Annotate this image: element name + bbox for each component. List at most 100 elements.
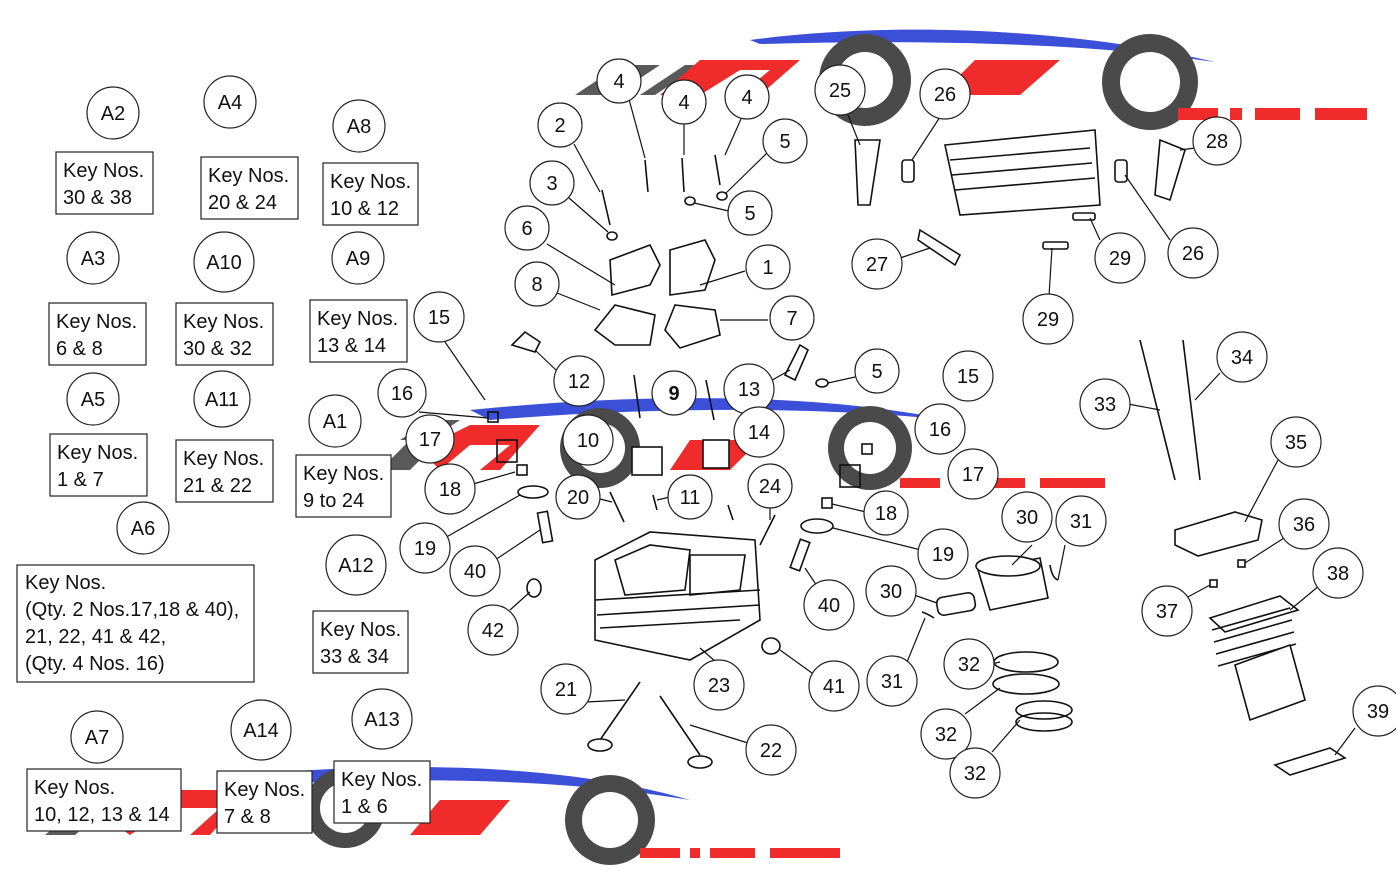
svg-text:32: 32 bbox=[964, 763, 986, 785]
key-box-a9: Key Nos. 13 & 14 bbox=[309, 299, 408, 363]
svg-text:Key Nos.: Key Nos. bbox=[330, 171, 411, 193]
svg-text:34: 34 bbox=[1231, 347, 1253, 369]
watermark-top bbox=[575, 29, 1367, 130]
callout-7: 7 bbox=[769, 295, 815, 341]
callout-28: 28 bbox=[1192, 116, 1242, 166]
callout-5: 5 bbox=[762, 118, 808, 164]
svg-text:6 & 8: 6 & 8 bbox=[56, 338, 103, 360]
svg-text:13: 13 bbox=[738, 379, 760, 401]
assembly-label-a1: A1 bbox=[308, 394, 362, 448]
assembly-label-a10: A10 bbox=[193, 231, 255, 293]
svg-text:3: 3 bbox=[546, 173, 557, 195]
callout-33: 33 bbox=[1079, 378, 1131, 430]
assembly-label-a14: A14 bbox=[230, 699, 292, 761]
assembly-label-a5: A5 bbox=[66, 372, 120, 426]
svg-text:22: 22 bbox=[760, 740, 782, 762]
svg-text:4: 4 bbox=[613, 71, 624, 93]
callout-32: 32 bbox=[943, 638, 995, 690]
svg-text:9: 9 bbox=[668, 383, 679, 405]
svg-text:17: 17 bbox=[419, 429, 441, 451]
svg-text:18: 18 bbox=[439, 479, 461, 501]
callout-31: 31 bbox=[866, 655, 918, 707]
svg-text:15: 15 bbox=[957, 366, 979, 388]
svg-text:A9: A9 bbox=[346, 248, 370, 270]
svg-text:Key Nos.: Key Nos. bbox=[183, 448, 264, 470]
assembly-label-a13: A13 bbox=[351, 688, 413, 750]
callout-39: 39 bbox=[1352, 685, 1396, 737]
svg-text:36: 36 bbox=[1293, 514, 1315, 536]
key-box-a5: Key Nos. 1 & 7 bbox=[49, 433, 148, 497]
svg-text:42: 42 bbox=[482, 620, 504, 642]
leader-lines bbox=[418, 91, 1356, 756]
svg-text:1: 1 bbox=[762, 257, 773, 279]
callout-26: 26 bbox=[1167, 227, 1219, 279]
svg-text:38: 38 bbox=[1327, 563, 1349, 585]
svg-text:19: 19 bbox=[414, 538, 436, 560]
svg-text:15: 15 bbox=[428, 307, 450, 329]
svg-text:31: 31 bbox=[881, 671, 903, 693]
key-box-a1: Key Nos. 9 to 24 bbox=[295, 454, 392, 518]
svg-text:12: 12 bbox=[568, 371, 590, 393]
svg-text:33 & 34: 33 & 34 bbox=[320, 646, 389, 668]
key-boxes: Key Nos. 30 & 38 Key Nos. 20 & 24 Key No… bbox=[16, 151, 431, 834]
callout-5: 5 bbox=[727, 190, 773, 236]
svg-text:21, 22, 41 & 42,: 21, 22, 41 & 42, bbox=[25, 626, 166, 648]
callout-40: 40 bbox=[803, 579, 855, 631]
svg-text:20: 20 bbox=[567, 487, 589, 509]
callout-10: 10 bbox=[562, 414, 614, 466]
svg-text:Key Nos.: Key Nos. bbox=[25, 572, 106, 594]
svg-text:4: 4 bbox=[741, 87, 752, 109]
callout-40: 40 bbox=[449, 545, 501, 597]
key-box-a2: Key Nos. 30 & 38 bbox=[55, 151, 154, 215]
svg-text:30: 30 bbox=[880, 581, 902, 603]
callout-30: 30 bbox=[1001, 491, 1053, 543]
callout-30: 30 bbox=[865, 565, 917, 617]
callout-23: 23 bbox=[693, 659, 745, 711]
callout-12: 12 bbox=[553, 355, 605, 407]
callout-16: 16 bbox=[377, 368, 427, 418]
callout-38: 38 bbox=[1312, 547, 1364, 599]
svg-text:30 & 32: 30 & 32 bbox=[183, 338, 252, 360]
svg-text:7 & 8: 7 & 8 bbox=[224, 806, 271, 828]
svg-text:39: 39 bbox=[1367, 701, 1389, 723]
svg-text:33: 33 bbox=[1094, 394, 1116, 416]
callout-8: 8 bbox=[514, 261, 560, 307]
svg-text:A3: A3 bbox=[81, 248, 105, 270]
svg-text:Key Nos.: Key Nos. bbox=[317, 308, 398, 330]
callout-13: 13 bbox=[723, 363, 775, 415]
svg-text:A10: A10 bbox=[206, 252, 242, 274]
callout-19: 19 bbox=[917, 528, 969, 580]
svg-text:(Qty. 2 Nos.17,18 & 40),: (Qty. 2 Nos.17,18 & 40), bbox=[25, 599, 239, 621]
svg-text:9 to 24: 9 to 24 bbox=[303, 490, 364, 512]
callout-29: 29 bbox=[1022, 293, 1074, 345]
svg-text:Key Nos.: Key Nos. bbox=[183, 311, 264, 333]
callout-4: 4 bbox=[596, 58, 642, 104]
watermark-text bbox=[1178, 108, 1367, 120]
svg-text:1 & 7: 1 & 7 bbox=[57, 469, 104, 491]
svg-text:A2: A2 bbox=[101, 103, 125, 125]
assembly-label-a9: A9 bbox=[331, 231, 385, 285]
key-box-a7: Key Nos. 10, 12, 13 & 14 bbox=[26, 768, 182, 832]
callout-41: 41 bbox=[808, 660, 860, 712]
callout-3: 3 bbox=[529, 160, 575, 206]
callout-17: 17 bbox=[947, 448, 999, 500]
svg-text:29: 29 bbox=[1109, 248, 1131, 270]
callout-14: 14 bbox=[733, 406, 785, 458]
svg-text:29: 29 bbox=[1037, 309, 1059, 331]
assembly-label-a7: A7 bbox=[70, 710, 124, 764]
svg-text:10, 12, 13 & 14: 10, 12, 13 & 14 bbox=[34, 804, 170, 826]
svg-text:40: 40 bbox=[464, 561, 486, 583]
svg-text:A12: A12 bbox=[338, 555, 374, 577]
svg-text:10 & 12: 10 & 12 bbox=[330, 198, 399, 220]
svg-text:10: 10 bbox=[577, 430, 599, 452]
svg-text:21: 21 bbox=[555, 679, 577, 701]
callout-15: 15 bbox=[942, 350, 994, 402]
svg-text:Key Nos.: Key Nos. bbox=[341, 769, 422, 791]
gear-icon bbox=[1102, 34, 1198, 130]
svg-text:13 & 14: 13 & 14 bbox=[317, 335, 386, 357]
assembly-label-a3: A3 bbox=[66, 231, 120, 285]
svg-text:30 & 38: 30 & 38 bbox=[63, 187, 132, 209]
svg-text:A11: A11 bbox=[205, 389, 239, 411]
svg-text:31: 31 bbox=[1070, 511, 1092, 533]
